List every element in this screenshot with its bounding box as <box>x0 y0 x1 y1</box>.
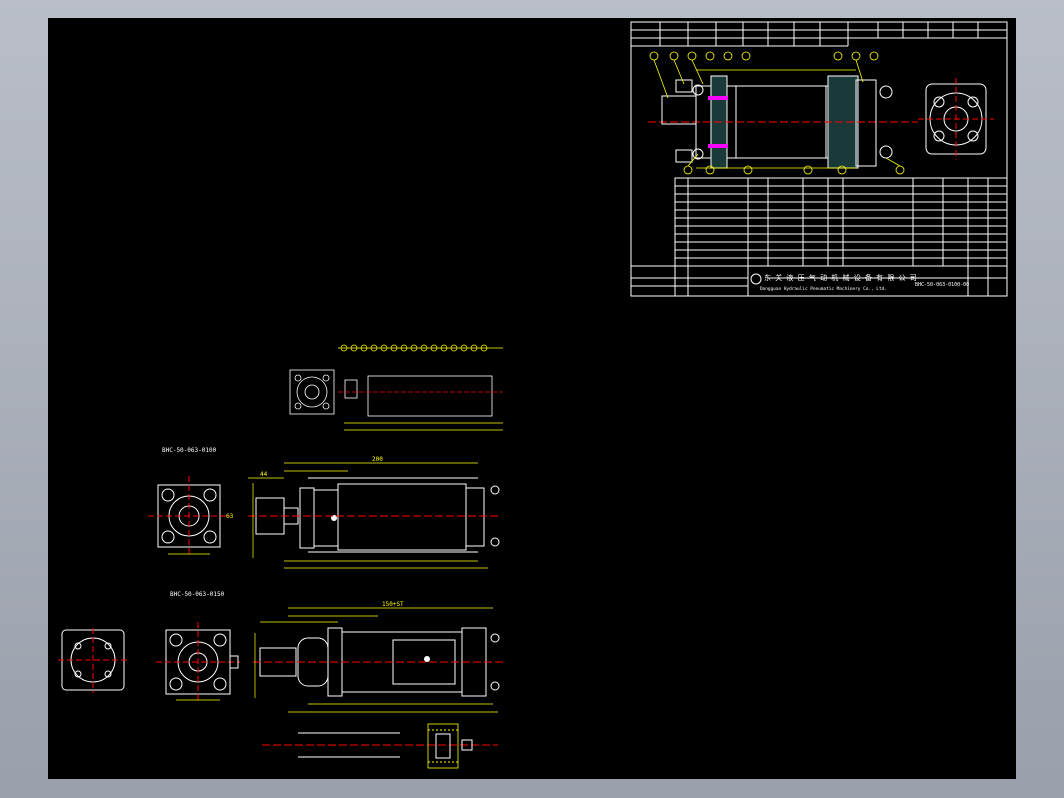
assembly-accents <box>708 96 728 148</box>
dim-left: 44 <box>260 471 268 478</box>
dim-bore: 63 <box>226 513 234 520</box>
dim-total-bottom: 150+ST <box>382 601 404 608</box>
bottom-view-dims <box>176 607 498 713</box>
company-name-cn: 东 关 液 压 气 动 机 械 设 备 有 限 公 司 <box>764 273 917 282</box>
title-block: 东 关 液 压 气 动 机 械 设 备 有 限 公 司 Dongguan Hyd… <box>750 273 969 292</box>
reference-view <box>289 369 503 417</box>
bottom-view: BHC-50-063-0150 <box>58 591 503 702</box>
dim-total-top: 200 <box>372 456 383 463</box>
assembly-sheet <box>630 21 1008 297</box>
drawing-canvas[interactable]: 东 关 液 压 气 动 机 械 设 备 有 限 公 司 Dongguan Hyd… <box>48 18 1016 779</box>
bottom-view-label: BHC-50-063-0150 <box>170 591 225 598</box>
top-view: BHC-50-063-0100 <box>148 447 500 556</box>
top-view-label: BHC-50-063-0100 <box>162 447 217 454</box>
company-name-en: Dongguan Hydraulic Pneumatic Machinery C… <box>760 286 887 292</box>
top-view-dims <box>168 462 488 569</box>
reference-dims <box>338 344 503 431</box>
end-cap-detail <box>262 723 498 769</box>
assembly-balloons <box>649 51 905 175</box>
drawing-number: BHC-50-063-0100-00 <box>915 282 969 288</box>
